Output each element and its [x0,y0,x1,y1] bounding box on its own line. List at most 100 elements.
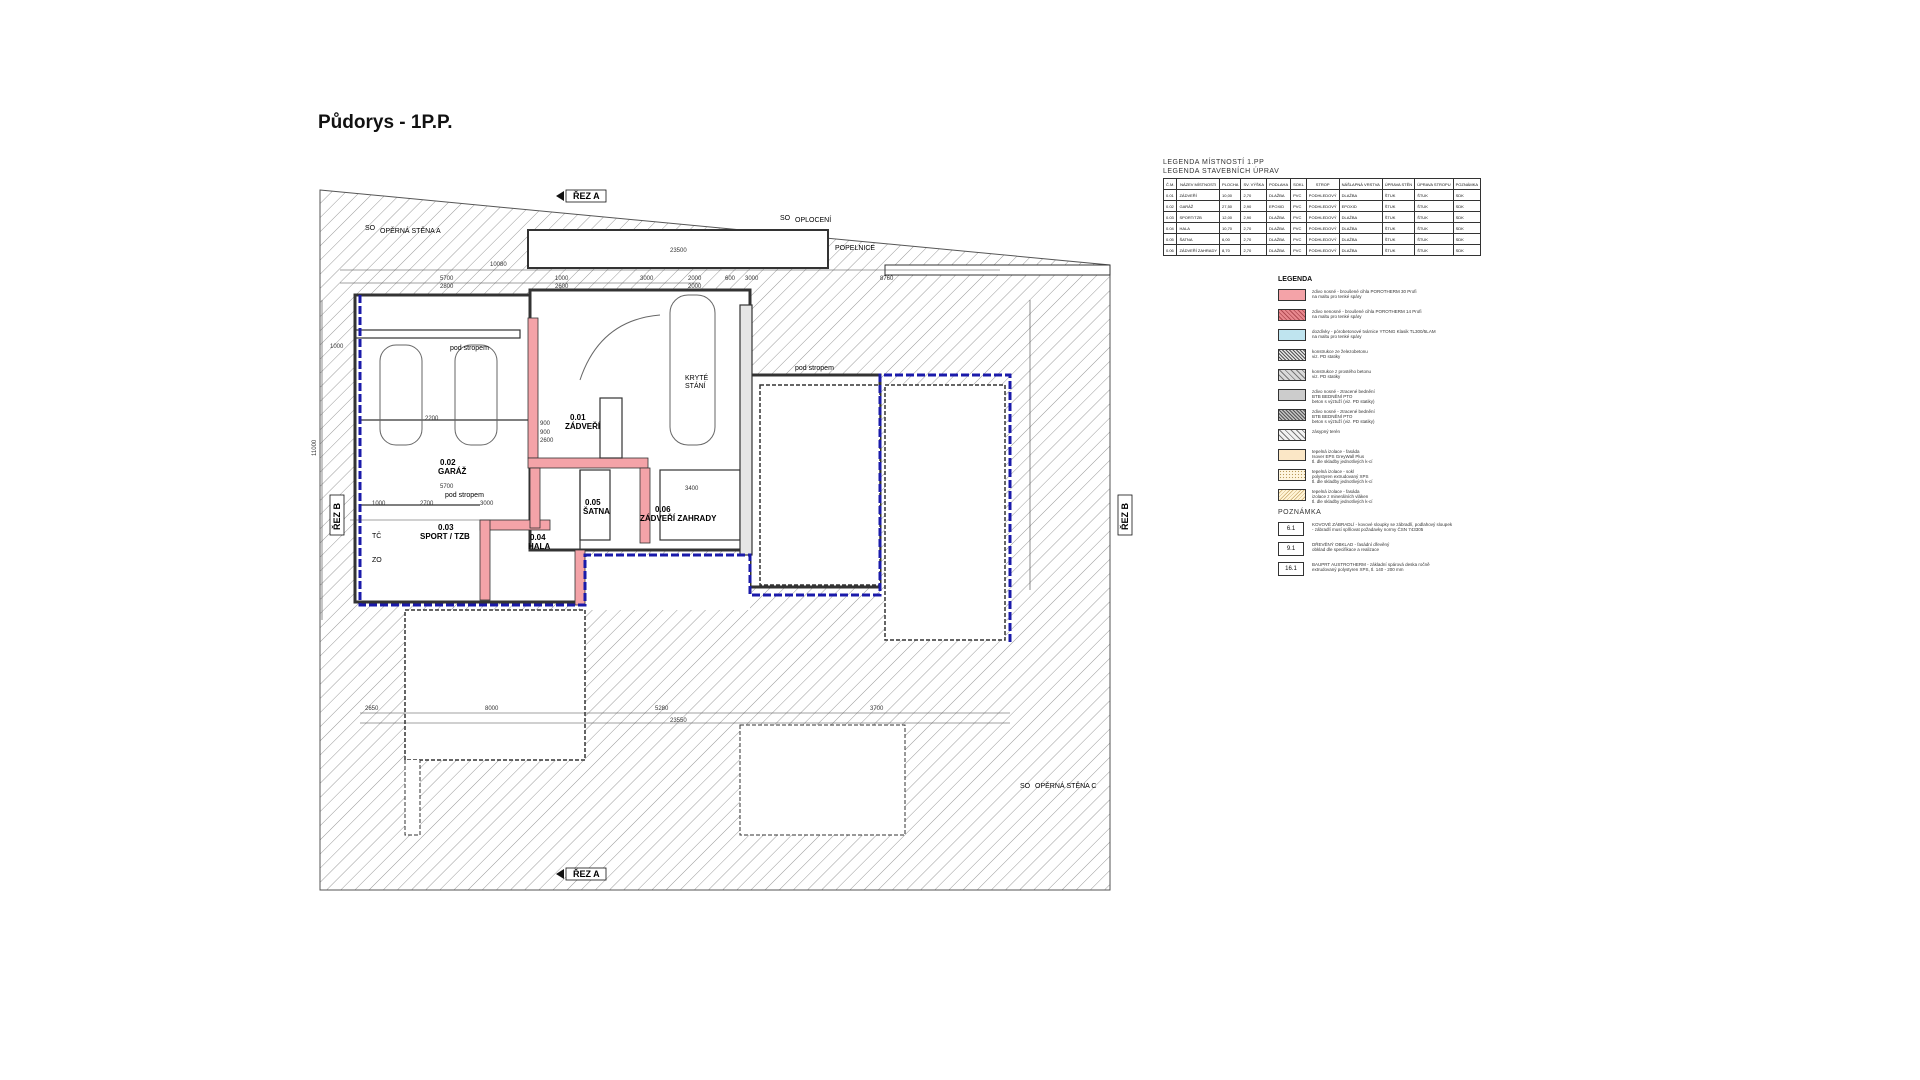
dimension-texts: 10080 5700 2800 1000 3000 2000 600 3000 … [312,248,894,724]
dim-text: 10080 [490,262,507,268]
table-header-cell: Č.M. [1162,178,1178,190]
note-item: 6.1 KOVOVÉ ZÁBRADLÍ - kovové sloupky se z… [1278,522,1478,536]
table-cell: 0.01 [1162,189,1178,201]
table-cell: PODHLEDOVÝ [1305,244,1340,256]
table-cell: DLAŽBA [1338,211,1383,223]
legend-text: zdivo nosné - ztracené bednění BTB BEDNĚ… [1312,409,1375,424]
legend-text: konstrukce ze železobetonu viz. PD stati… [1312,349,1368,359]
table-cell: 0.04 [1162,222,1178,234]
legend-text: tepelná izolace - sokl polystyren extrud… [1312,469,1373,484]
table-cell: ŠTUK [1381,189,1416,201]
note-code: 16.1 [1278,562,1304,576]
section-cut-a-top: ŘEZ A [556,189,607,203]
table-cell: SDK [1452,222,1482,234]
legend-item: zdivo nosné - broušené cihla POROTHERM 3… [1278,289,1478,303]
section-cut-b-left: ŘEZ B [329,494,345,536]
table-cell: DLAŽBA [1265,211,1292,223]
table-header-cell: SV. VÝŠKA [1240,178,1267,190]
dim-text: 1000 [372,501,386,507]
legend-item: konstrukce z prostého betonu viz. PD sta… [1278,369,1478,383]
dim-text: 5700 [440,276,454,282]
table-cell: ŠTUK [1414,244,1454,256]
interior-walls [354,304,753,556]
so-tag: SO [1020,783,1031,790]
table-cell: 0.03 [1162,211,1178,223]
table-cell: 8,70 [1219,244,1242,256]
table-header-cell: PLOCHA [1219,178,1242,190]
note-code: 6.1 [1278,522,1304,536]
dim-text: 2600 [540,438,554,444]
dim-text: 2600 [555,284,569,290]
section-markers: ŘEZ A ŘEZ A ŘEZ B ŘEZ B [329,189,1133,881]
room-labels: 0.01 ZÁDVEŘÍ 0.02 GARÁŽ 0.03 SPORT / TZB… [420,413,717,551]
legend-item: konstrukce ze železobetonu viz. PD stati… [1278,349,1478,363]
legend-text: zdivo nosné - ztracené bednění BTB BEDNĚ… [1312,389,1375,404]
dim-text: 2000 [688,276,702,282]
room-legend-title: LEGENDA MÍSTNOSTÍ 1.PP [1163,159,1265,166]
table-cell: PODHLEDOVÝ [1305,222,1340,234]
table-cell: PODHLEDOVÝ [1305,189,1340,201]
room-legend: LEGENDA MÍSTNOSTÍ 1.PP LEGENDA STAVEBNÍC… [1162,158,1503,256]
table-cell: EPOXID [1265,200,1292,212]
legend-swatch [1278,349,1306,361]
dim-text: 23550 [670,718,687,724]
legend-swatch [1278,489,1306,501]
table-cell: PODHLEDOVÝ [1305,211,1340,223]
table-cell: SDK [1452,200,1482,212]
table-cell: 2,90 [1240,200,1267,212]
table-cell: GARÁŽ [1176,200,1221,212]
table-cell: PVC [1290,222,1307,234]
note-text: DŘEVĚNÝ OBKLAD - fasádní dřevěný obklad … [1312,542,1390,552]
table-cell: PODHLEDOVÝ [1305,233,1340,245]
dim-text: 900 [540,430,551,436]
table-cell: 2,90 [1240,211,1267,223]
table-cell: PODHLEDOVÝ [1305,200,1340,212]
table-cell: DLAŽBA [1338,222,1383,234]
material-legend-list: zdivo nosné - broušené cihla POROTHERM 3… [1278,289,1478,504]
section-cut-label: ŘEZ B [1119,502,1130,530]
dim-text: 2650 [365,706,379,712]
table-cell: ŠTUK [1381,233,1416,245]
table-cell: DLAŽBA [1265,222,1292,234]
legend-item: zdivo nosné - ztracené bednění BTB BEDNĚ… [1278,409,1478,424]
table-cell: 0.02 [1162,200,1178,212]
so-tag: SO [780,215,791,222]
dim-text: 3000 [745,276,759,282]
table-cell: SPORT/TZB [1176,211,1221,223]
table-cell: 2,70 [1240,233,1267,245]
table-header-cell: STROP [1305,178,1340,190]
room-number: 0.02 [440,458,456,467]
section-cut-label: ŘEZ A [573,868,600,879]
table-cell: PVC [1290,233,1307,245]
table-cell: DLAŽBA [1338,244,1383,256]
legend-text: tepelná izolace - fasáda izolace z miner… [1312,489,1373,504]
room-name: HALA [528,542,550,551]
table-cell: 10,00 [1219,189,1242,201]
room-name: GARÁŽ [438,467,467,476]
table-cell: ŠTUK [1381,244,1416,256]
legend-item: tepelná izolace - fasáda Isover EPS Grey… [1278,449,1478,464]
table-cell: 27,50 [1219,200,1242,212]
dim-text: 3000 [480,501,494,507]
table-cell: ŠTUK [1414,200,1454,212]
legend-item: zásypný terén [1278,429,1478,443]
table-header-cell: POZNÁMKA [1452,178,1482,190]
under-ceiling-label: pod stropem [795,365,834,372]
legend-text: zdivo nosné - broušené cihla POROTHERM 3… [1312,289,1417,299]
table-cell: 6,00 [1219,233,1242,245]
table-header-cell: NÁZEV MÍSTNOSTI [1176,178,1221,190]
legend-text: tepelná izolace - fasáda Isover EPS Grey… [1312,449,1373,464]
note-text: KOVOVÉ ZÁBRADLÍ - kovové sloupky se zábr… [1312,522,1453,532]
table-cell: DLAŽBA [1265,244,1292,256]
table-cell: DLAŽBA [1338,189,1383,201]
legend-item: zdivo nosné - ztracené bednění BTB BEDNĚ… [1278,389,1478,404]
